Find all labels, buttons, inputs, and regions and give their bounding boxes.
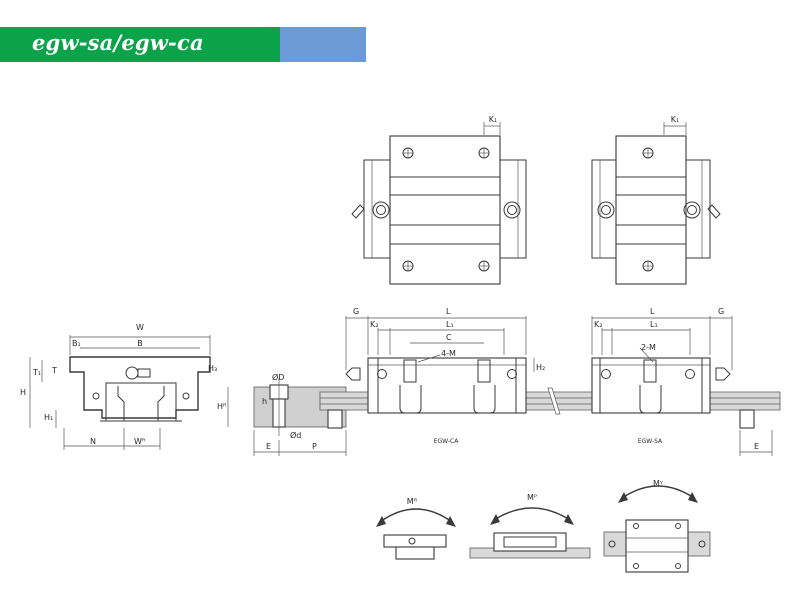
dim-l-sa: L	[650, 307, 655, 316]
end-view: W B B₁ H T₁ T H₁ H₃ N Wᴿ	[20, 323, 217, 450]
moment-mp: Mᴾ	[469, 493, 591, 559]
dim-h: H	[20, 388, 26, 397]
side-view-egw-sa: L G K₂ L₁ 2-M E EGW-SA	[591, 307, 773, 456]
banner-green-block	[0, 27, 280, 62]
dim-e: E	[266, 442, 271, 451]
dim-t1: T₁	[32, 368, 41, 377]
dim-k2-ca: K₂	[370, 320, 378, 329]
dim-k2-sa: K₂	[594, 320, 602, 329]
label-2m: 2-M	[641, 343, 656, 352]
top-view-egw-ca: K₁	[351, 115, 527, 285]
label-mp: Mᴾ	[527, 493, 537, 502]
label-4m: 4-M	[441, 349, 456, 358]
dim-l1-sa: L₁	[650, 320, 658, 329]
dim-hr: Hᴿ	[217, 402, 227, 411]
top-view-egw-sa: K₁	[591, 115, 721, 285]
dim-n: N	[90, 437, 96, 446]
moment-mr: Mᴿ	[376, 497, 456, 560]
dim-h3: H₃	[208, 364, 217, 373]
moment-my: Mᵞ	[603, 479, 711, 573]
dim-k1-sa: K₁	[671, 115, 679, 124]
dim-g-ca: G	[353, 307, 359, 316]
page-title: egw-sa/egw-ca	[32, 30, 204, 55]
label-egw-ca: EGW-CA	[434, 438, 459, 445]
side-view-egw-ca: G L K₂ L₁ C 4-M H₂ EGW-CA	[345, 307, 545, 445]
dim-k1-ca: K₁	[489, 115, 497, 124]
title-banner: egw-sa/egw-ca	[0, 27, 366, 62]
dim-g-sa: G	[718, 307, 724, 316]
dim-wr: Wᴿ	[134, 437, 146, 446]
dim-w: W	[136, 323, 144, 332]
dim-e-sa: E	[754, 442, 759, 451]
dim-t: T	[51, 366, 57, 375]
dim-h-rail: h	[262, 397, 267, 406]
dim-h2-ca: H₂	[536, 363, 545, 372]
dim-c: C	[446, 333, 452, 342]
label-my: Mᵞ	[653, 479, 663, 488]
dim-od-small: Ød	[290, 430, 301, 440]
dim-l-ca: L	[446, 307, 451, 316]
dim-h1: H₁	[44, 413, 53, 422]
dim-b1: B₁	[72, 339, 81, 348]
dim-l1-ca: L₁	[446, 320, 454, 329]
dim-p: P	[312, 442, 317, 451]
dim-od: ØD	[272, 372, 284, 382]
section-view: ØD Ød h Hᴿ E P	[217, 372, 347, 456]
dim-b: B	[137, 339, 143, 348]
label-egw-sa: EGW-SA	[638, 438, 663, 445]
banner-blue-block	[280, 27, 366, 62]
label-mr: Mᴿ	[407, 497, 418, 506]
